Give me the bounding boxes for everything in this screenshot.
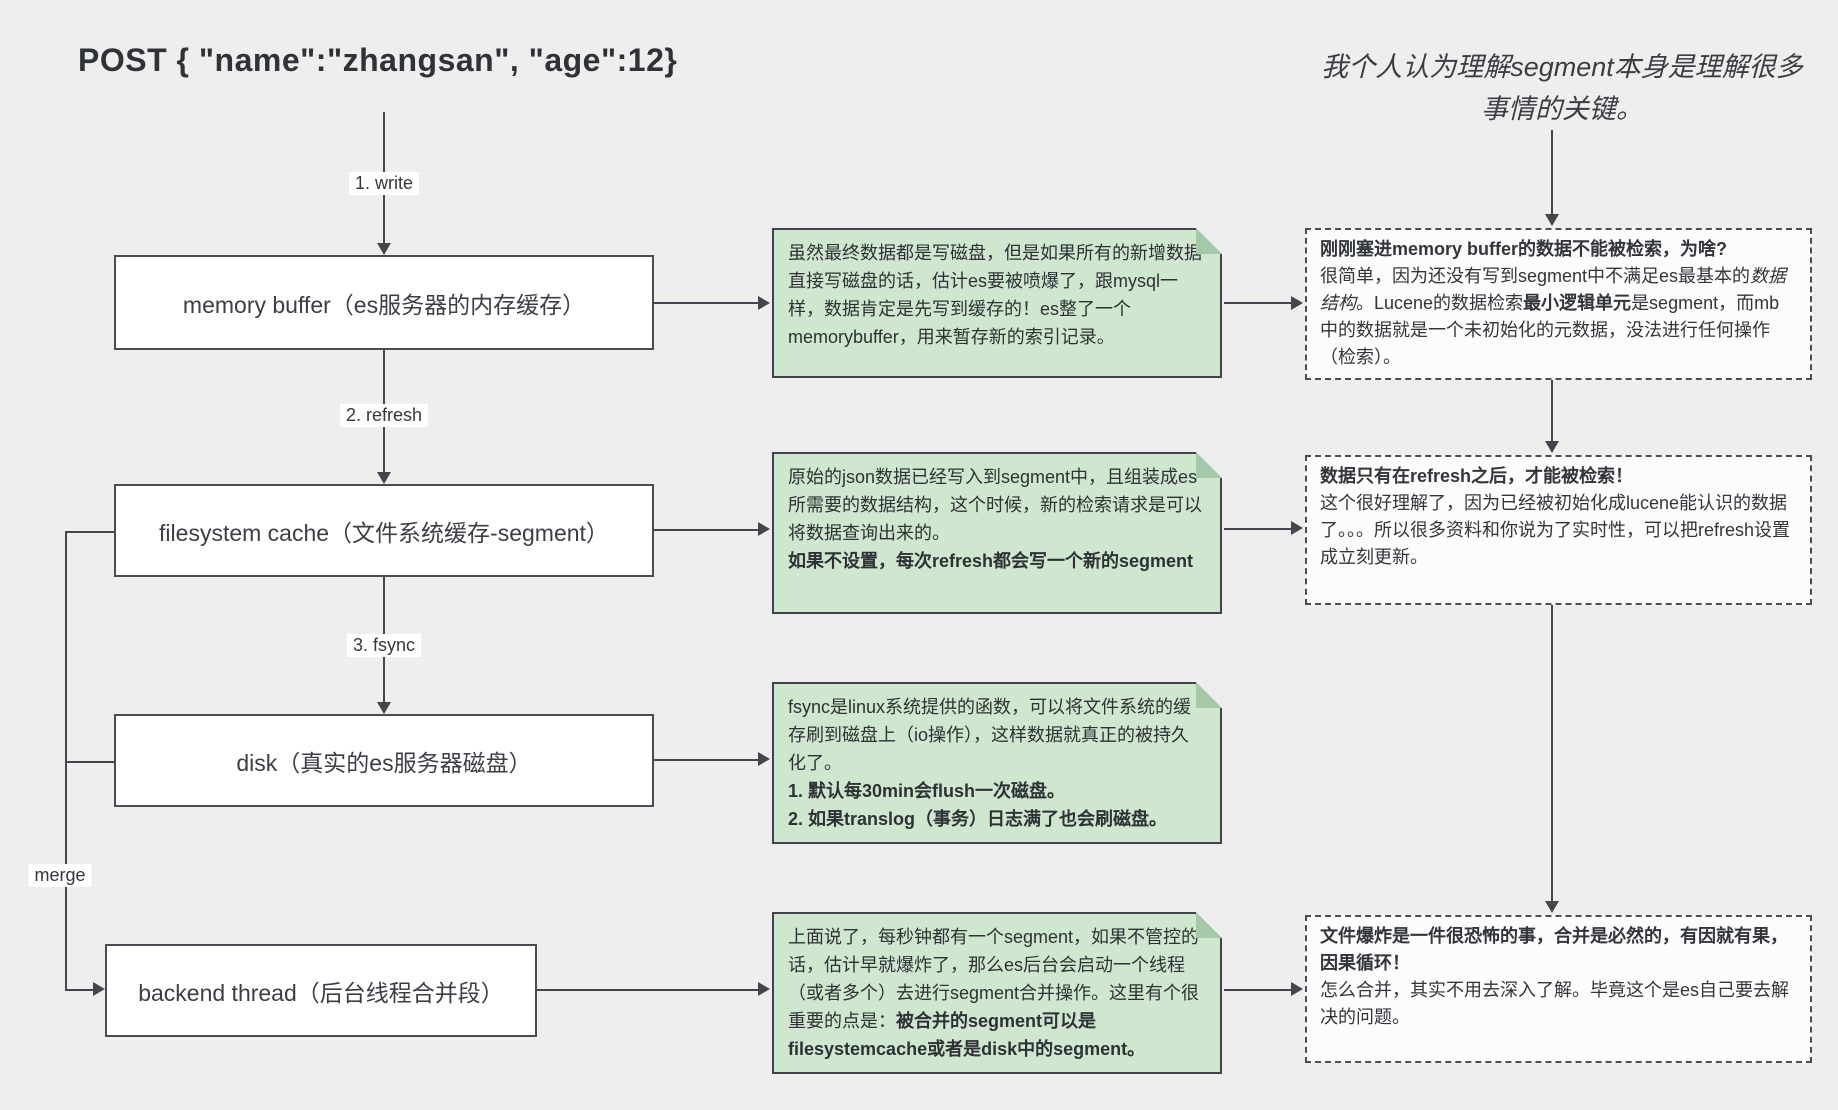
edge-label-fsync: 3. fsync — [346, 634, 422, 657]
arrowhead-right-icon — [1291, 521, 1303, 535]
arrowhead-down-icon — [1545, 901, 1559, 913]
connector-memory-buffer-to-note — [654, 302, 758, 304]
arrowhead-down-icon — [377, 472, 391, 484]
folded-corner-icon — [1196, 228, 1222, 254]
arrowhead-right-icon — [93, 982, 105, 996]
arrowhead-down-icon — [377, 243, 391, 255]
quote-note: 我个人认为理解segment本身是理解很多事情的关键。 — [1321, 52, 1803, 124]
connector-note-to-dashed-refresh — [1224, 528, 1292, 530]
flow-box-backend-thread-label: backend thread（后台线程合并段） — [138, 979, 504, 1006]
connector-dashed-1-to-2 — [1551, 380, 1553, 441]
arrowhead-right-icon — [1291, 296, 1303, 310]
folded-corner-icon — [1196, 452, 1222, 478]
folded-corner-icon — [1196, 682, 1222, 708]
dashed-note-memory-buffer-text: 刚刚塞进memory buffer的数据不能被检索，为啥?很简单，因为还没有写到… — [1320, 239, 1787, 367]
green-note-disk-text: fsync是linux系统提供的函数，可以将文件系统的缓存刷到磁盘上（io操作）… — [788, 697, 1192, 829]
flow-box-memory-buffer: memory buffer（es服务器的内存缓存） — [114, 255, 654, 350]
arrowhead-right-icon — [758, 752, 770, 766]
dashed-note-refresh-text: 数据只有在refresh之后，才能被检索！这个很好理解了，因为已经被初始化成lu… — [1320, 466, 1791, 567]
flow-box-filesystem-cache: filesystem cache（文件系统缓存-segment） — [114, 484, 654, 577]
flow-box-disk: disk（真实的es服务器磁盘） — [114, 714, 654, 807]
arrowhead-right-icon — [758, 522, 770, 536]
connector-dashed-2-to-3 — [1551, 605, 1553, 901]
flow-box-disk-label: disk（真实的es服务器磁盘） — [236, 749, 532, 776]
green-note-filesystem-cache: 原始的json数据已经写入到segment中，且组装成es所需要的数据结构，这个… — [772, 452, 1222, 614]
connector-note-to-dashed-memory-buffer — [1224, 302, 1292, 304]
green-note-disk: fsync是linux系统提供的函数，可以将文件系统的缓存刷到磁盘上（io操作）… — [772, 682, 1222, 844]
diagram-title: POST { "name":"zhangsan", "age":12} — [78, 42, 678, 78]
dashed-note-memory-buffer: 刚刚塞进memory buffer的数据不能被检索，为啥?很简单，因为还没有写到… — [1305, 228, 1812, 380]
flow-box-backend-thread: backend thread（后台线程合并段） — [105, 944, 537, 1037]
dashed-note-refresh: 数据只有在refresh之后，才能被检索！这个很好理解了，因为已经被初始化成lu… — [1305, 455, 1812, 605]
folded-corner-icon — [1196, 912, 1222, 938]
green-note-memory-buffer-text: 虽然最终数据都是写磁盘，但是如果所有的新增数据直接写磁盘的话，估计es要被喷爆了… — [788, 243, 1202, 347]
dashed-note-merge: 文件爆炸是一件很恐怖的事，合并是必然的，有因就有果，因果循环！怎么合并，其实不用… — [1305, 915, 1812, 1063]
green-note-memory-buffer: 虽然最终数据都是写磁盘，但是如果所有的新增数据直接写磁盘的话，估计es要被喷爆了… — [772, 228, 1222, 378]
connector-merge-to-backend-thread — [66, 989, 93, 991]
connector-backend-thread-to-note — [537, 989, 758, 991]
connector-note-to-dashed-merge — [1224, 989, 1292, 991]
green-note-backend-thread-text: 上面说了，每秒钟都有一个segment，如果不管控的话，估计早就爆炸了，那么es… — [788, 927, 1200, 1059]
arrowhead-down-icon — [1545, 214, 1559, 226]
connector-disk-to-note — [654, 759, 758, 761]
connector-merge-from-filesystem-cache — [66, 531, 114, 533]
edge-label-merge: merge — [28, 864, 92, 887]
arrowhead-right-icon — [1291, 982, 1303, 996]
arrowhead-right-icon — [758, 982, 770, 996]
arrowhead-right-icon — [758, 296, 770, 310]
arrowhead-down-icon — [377, 702, 391, 714]
arrowhead-down-icon — [1545, 441, 1559, 453]
dashed-note-merge-text: 文件爆炸是一件很恐怖的事，合并是必然的，有因就有果，因果循环！怎么合并，其实不用… — [1320, 926, 1790, 1027]
connector-quote-to-dashed-note — [1551, 130, 1553, 214]
flow-box-memory-buffer-label: memory buffer（es服务器的内存缓存） — [182, 291, 586, 318]
green-note-filesystem-cache-text: 原始的json数据已经写入到segment中，且组装成es所需要的数据结构，这个… — [788, 467, 1202, 571]
connector-filesystem-cache-to-note — [654, 529, 758, 531]
connector-merge-from-disk — [66, 761, 114, 763]
edge-label-refresh: 2. refresh — [339, 404, 429, 427]
flow-box-filesystem-cache-label: filesystem cache（文件系统缓存-segment） — [159, 519, 609, 546]
edge-label-write: 1. write — [348, 172, 420, 195]
green-note-backend-thread: 上面说了，每秒钟都有一个segment，如果不管控的话，估计早就爆炸了，那么es… — [772, 912, 1222, 1074]
